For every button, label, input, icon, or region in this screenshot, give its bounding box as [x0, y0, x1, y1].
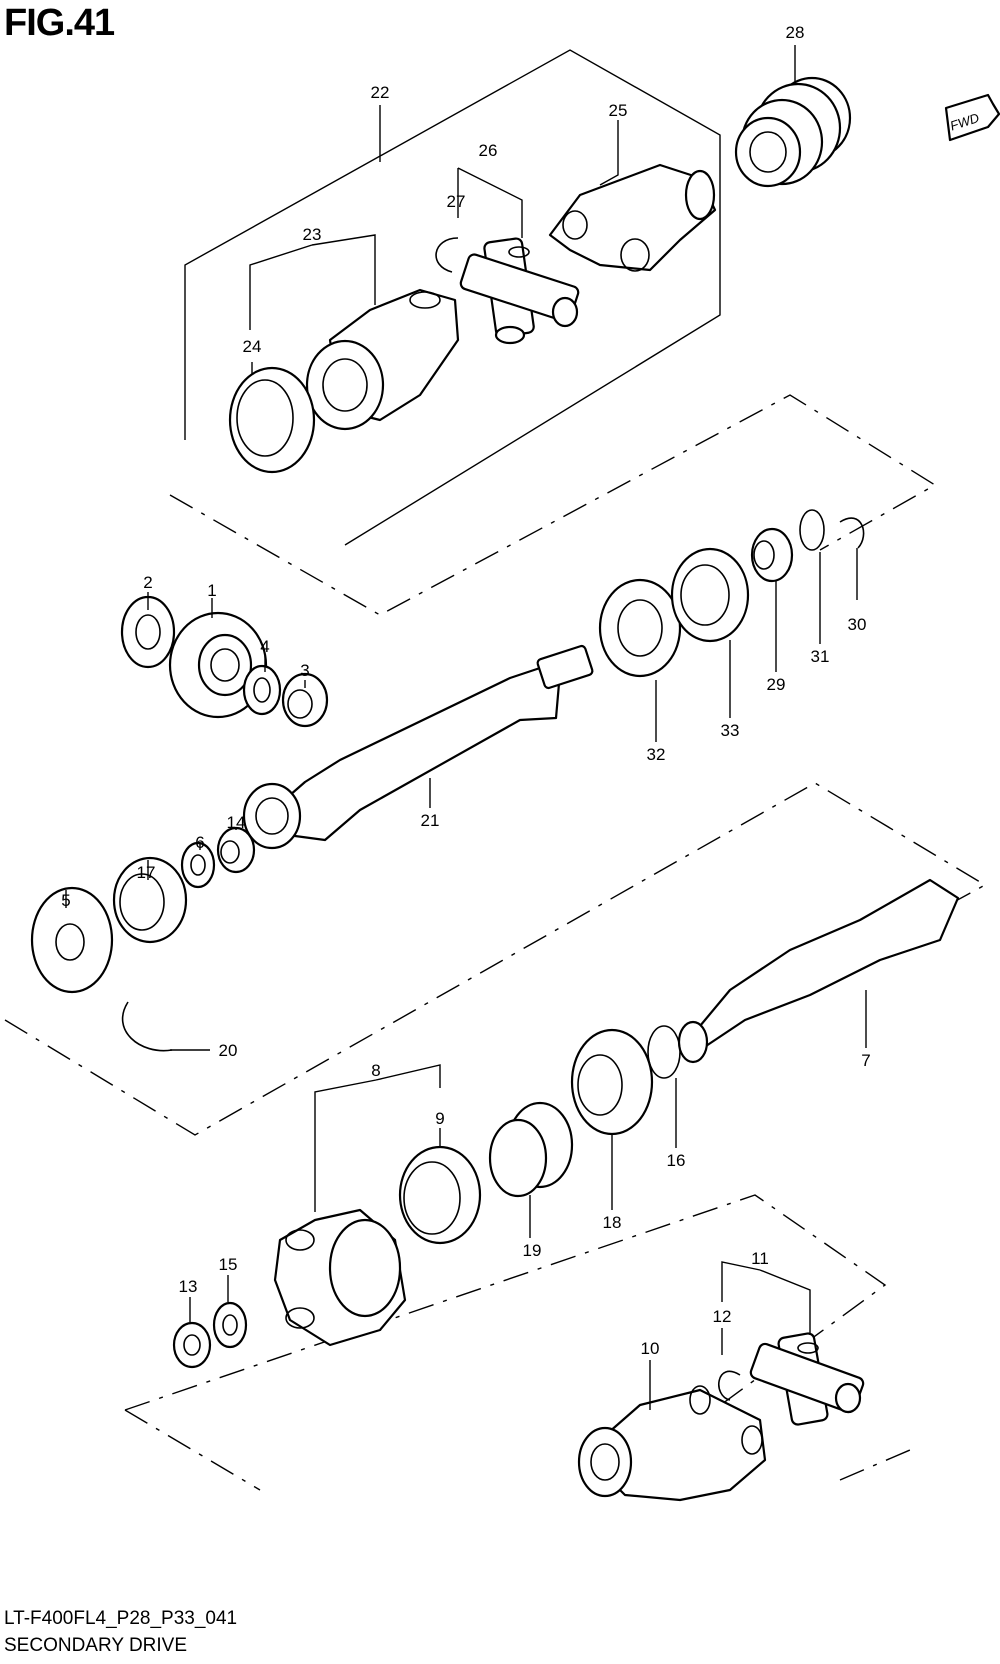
part-17-bearing [112, 856, 188, 944]
callout-28: 28 [786, 23, 805, 42]
callout-13: 13 [179, 1277, 198, 1296]
part-21-shaft [242, 644, 594, 850]
callout-26: 26 [479, 141, 498, 160]
callout-18: 18 [603, 1213, 622, 1232]
callout-4: 4 [260, 637, 269, 656]
leader-lines [65, 45, 867, 1410]
callout-17: 17 [137, 863, 156, 882]
figure-title: FIG.41 [4, 2, 115, 44]
part-15-washer [212, 1301, 248, 1349]
part-20-circlip [121, 1001, 173, 1052]
callout-labels: 28 22 25 26 27 23 24 2 1 4 3 21 32 33 29… [61, 23, 870, 1358]
part-8-yoke [273, 1208, 407, 1347]
group-frame-upper [169, 49, 937, 616]
part-9-seal [398, 1145, 482, 1245]
callout-29: 29 [767, 675, 786, 694]
part-18-bearing [570, 1028, 654, 1136]
fwd-arrow-icon: FWD [944, 93, 1000, 142]
callout-30: 30 [848, 615, 867, 634]
part-26-cross-joint [459, 237, 580, 345]
part-30-circlip [839, 517, 865, 549]
part-13-nut [172, 1321, 212, 1369]
part-4-washer [242, 664, 282, 716]
callout-1: 1 [207, 581, 216, 600]
part-5-bevel-gear [30, 886, 114, 994]
callout-14: 14 [227, 813, 246, 832]
callout-15: 15 [219, 1255, 238, 1274]
callout-5: 5 [61, 891, 70, 910]
callout-25: 25 [609, 101, 628, 120]
callout-33: 33 [721, 721, 740, 740]
callout-8: 8 [371, 1061, 380, 1080]
callout-10: 10 [641, 1339, 660, 1358]
group-frame-middle [4, 782, 987, 1136]
callout-2: 2 [143, 573, 152, 592]
part-23-yoke [305, 288, 460, 431]
callout-24: 24 [243, 337, 262, 356]
callout-6: 6 [195, 833, 204, 852]
callout-16: 16 [667, 1151, 686, 1170]
part-3-nut [281, 672, 329, 728]
callout-22: 22 [371, 83, 390, 102]
callout-21: 21 [421, 811, 440, 830]
callout-19: 19 [523, 1241, 542, 1260]
figure-name: SECONDARY DRIVE [4, 1635, 188, 1656]
callout-32: 32 [647, 745, 666, 764]
part-19-boot [488, 1101, 574, 1198]
part-33-seal [670, 547, 750, 643]
part-14-nut [216, 826, 256, 874]
part-1-bevel-gear [168, 611, 268, 719]
callout-7: 7 [861, 1051, 870, 1070]
part-32-bearing [598, 578, 682, 678]
figure-code: LT-F400FL4_P28_P33_041 [4, 1608, 238, 1629]
callout-9: 9 [435, 1109, 444, 1128]
part-25-yoke [548, 163, 717, 272]
callout-12: 12 [713, 1307, 732, 1326]
part-29-spacer [750, 527, 794, 583]
part-24-seal-ring [228, 366, 316, 474]
part-6-washer [180, 841, 216, 889]
callout-23: 23 [303, 225, 322, 244]
callout-11: 11 [751, 1249, 769, 1268]
callout-27: 27 [447, 192, 466, 211]
part-7-shaft [677, 878, 960, 1064]
callout-3: 3 [300, 661, 309, 680]
part-27-circlip [435, 237, 459, 273]
part-10-yoke [577, 1385, 767, 1502]
part-28-boot [734, 76, 852, 188]
callout-31: 31 [811, 647, 830, 666]
part-12-circlip [718, 1370, 741, 1401]
part-31-circlip [799, 509, 825, 551]
part-11-cross-joint [749, 1332, 865, 1426]
part-16-o-ring [647, 1025, 681, 1079]
callout-20: 20 [219, 1041, 238, 1060]
